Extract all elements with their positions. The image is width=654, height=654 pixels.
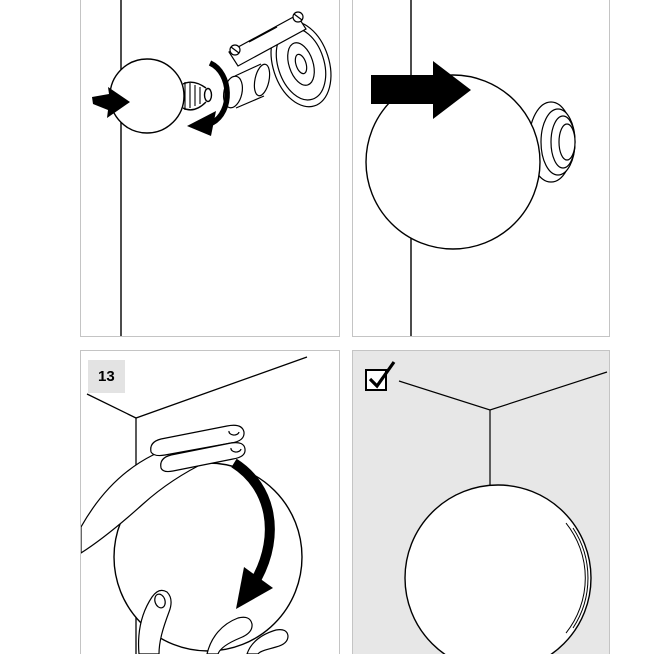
rotate-arrow-icon — [231, 458, 275, 609]
push-arrow-icon — [371, 61, 471, 119]
push-arrow-icon — [92, 87, 130, 118]
wall-corner-lines — [398, 371, 608, 486]
globe-shade — [365, 74, 541, 250]
wall-fixture-illustration — [228, 11, 332, 108]
step-number-label: 13 — [88, 360, 125, 393]
panel-install-bulb — [80, 0, 340, 337]
panel-result-complete — [352, 350, 610, 654]
lower-hand-illustration — [137, 589, 289, 654]
panel-attach-globe — [352, 0, 610, 337]
panel-step-13-twist-globe: 13 — [80, 350, 340, 654]
result-illustration — [365, 361, 608, 654]
bulb-illustration — [109, 58, 213, 134]
attach-globe-illustration — [365, 0, 576, 336]
upper-hand-illustration — [81, 424, 246, 554]
twist-globe-illustration — [81, 356, 308, 654]
rotate-arrow-icon — [187, 60, 230, 136]
globe-shade — [404, 484, 592, 654]
check-icon — [365, 361, 396, 391]
globe-shading-arcs — [565, 522, 589, 634]
install-bulb-illustration — [92, 0, 332, 336]
